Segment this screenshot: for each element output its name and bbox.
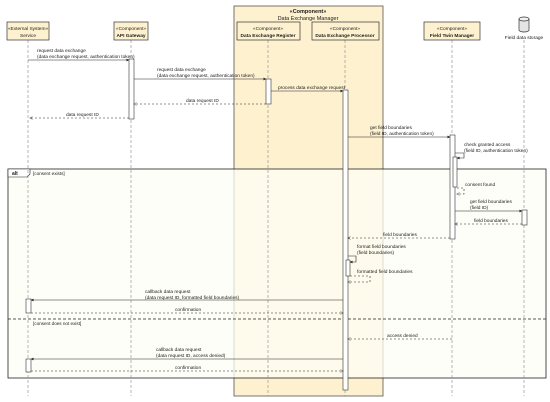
message-arrow-7 — [455, 152, 465, 160]
message-14-args: (data request ID, formatted field bounda… — [145, 295, 240, 301]
activation-processor-self — [345, 259, 351, 277]
participant-data-exchange-register-stereotype: «Component» — [253, 26, 283, 32]
group-stereotype: «Component» — [290, 9, 327, 15]
activation-api-gateway — [128, 58, 135, 120]
participant-field-twin-manager-stereotype: «Component» — [437, 26, 467, 32]
participant-data-exchange-register-name: Data Exchange Register — [241, 33, 296, 39]
message-2-args: (data exchange request, authentication t… — [157, 73, 255, 79]
message-1-args: (data exchange request, authentication t… — [37, 54, 135, 60]
message-6-label: get field boundaries — [370, 125, 412, 131]
activation-data-exchange-processor — [342, 89, 349, 391]
participant-service-name: Service — [20, 33, 36, 39]
message-7-args: (field ID, authentication token) — [464, 148, 528, 154]
group-title: Data Exchange Manager — [278, 16, 339, 22]
message-9-label: get field boundaries — [470, 199, 512, 205]
alt-fragment — [7, 168, 547, 379]
activation-service-2 — [25, 358, 32, 373]
message-4-label: data request ID — [186, 98, 219, 104]
message-15-label: confirmation — [175, 307, 201, 313]
message-1-label: request data exchange — [37, 48, 86, 54]
message-3-label: process data exchange request — [278, 85, 346, 91]
participant-field-twin-manager: «Component» Field Twin Manager — [423, 21, 481, 41]
message-17-args: (data request ID, access denied) — [156, 353, 226, 359]
alt-operator-label: alt — [12, 171, 18, 177]
participant-data-exchange-processor-stereotype: «Component» — [330, 26, 360, 32]
message-arrow-12 — [348, 255, 357, 264]
message-arrow-13 — [348, 275, 371, 282]
participant-data-exchange-register: «Component» Data Exchange Register — [236, 21, 301, 41]
activation-service-1 — [25, 298, 32, 314]
database-icon — [518, 16, 530, 33]
message-18-label: confirmation — [175, 365, 201, 371]
participant-api-gateway-stereotype: «Component» — [116, 26, 146, 32]
alt-guard-consent-missing: [consent does not exist] — [33, 321, 81, 326]
participant-field-data-storage: Field data storage — [505, 16, 544, 41]
message-7-label: check granted access — [464, 142, 511, 148]
message-10-label: field boundaries — [474, 218, 508, 224]
participant-field-twin-manager-name: Field Twin Manager — [430, 33, 474, 39]
message-13-label: formatted field boundaries — [357, 269, 413, 275]
message-17-label: callback data request — [156, 347, 202, 353]
message-11-label: field boundaries — [383, 232, 417, 238]
activation-data-exchange-register — [265, 78, 272, 105]
alt-operator-tab — [7, 168, 31, 178]
message-8-label: consent found — [465, 182, 495, 188]
activation-field-twin-self — [452, 156, 458, 188]
activation-field-data-storage — [521, 209, 528, 226]
message-14-label: callback data request — [145, 289, 191, 295]
participant-service: «External System» Service — [6, 21, 50, 41]
participant-api-gateway-name: API Gateway — [116, 33, 145, 39]
message-2-label: request data exchange — [157, 67, 206, 73]
message-5-label: data request ID — [66, 112, 99, 118]
participant-api-gateway: «Component» API Gateway — [113, 21, 149, 41]
message-12-label: format field boundaries — [357, 244, 406, 250]
message-arrow-8 — [457, 187, 465, 194]
message-9-args: (field ID) — [470, 205, 489, 211]
participant-field-data-storage-name: Field data storage — [505, 35, 544, 41]
message-12-args: (field boundaries) — [357, 250, 394, 256]
participant-data-exchange-processor-name: Data Exchange Processor — [315, 33, 374, 39]
participant-service-stereotype: «External System» — [8, 26, 49, 32]
alt-guard-consent-exists: [consent exists] — [33, 171, 65, 176]
message-16-label: access denied — [387, 333, 418, 339]
message-6-args: (field ID, authentication token) — [370, 131, 434, 137]
participant-data-exchange-processor: «Component» Data Exchange Processor — [311, 21, 380, 41]
